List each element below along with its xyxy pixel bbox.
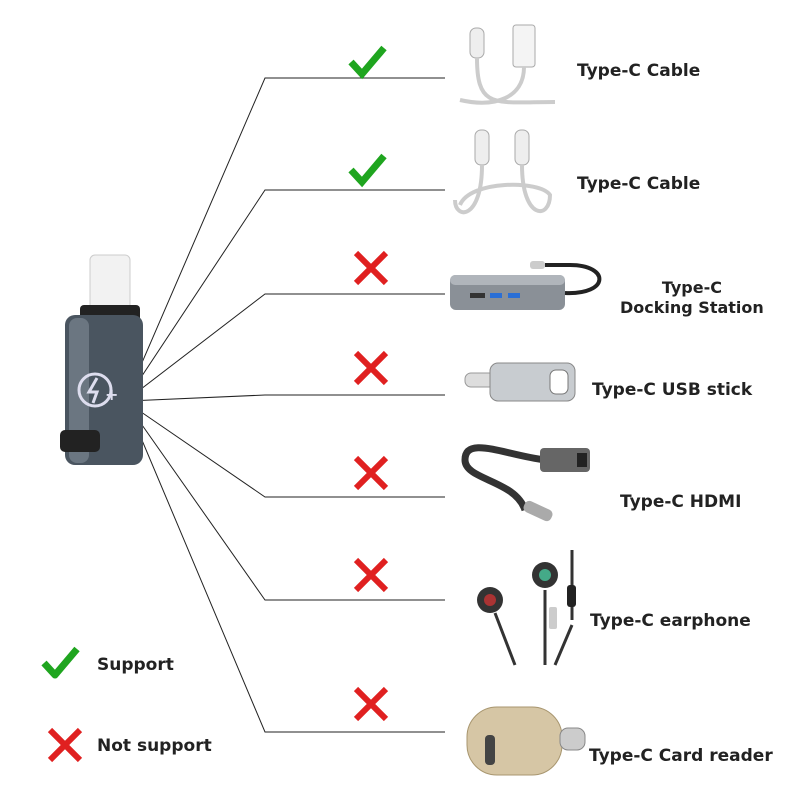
usb-c-to-usb-c-cable-icon (453, 129, 553, 215)
label-card-reader: Type-C Card reader (589, 746, 773, 766)
label-line-1: Type-C (661, 278, 722, 297)
usb-c-to-usb-a-cable-icon (459, 24, 556, 105)
legend-cross-icon (47, 727, 83, 763)
legend-not-support: Not support (97, 736, 212, 756)
cross-icon (353, 686, 389, 722)
check-icon (348, 45, 387, 80)
cross-icon (353, 350, 389, 386)
check-icon (348, 153, 387, 188)
label-docking-station: Type-C Docking Station (620, 278, 764, 318)
label-line-2: Docking Station (620, 298, 764, 317)
legend-check-icon (41, 646, 80, 679)
docking-station-icon (450, 261, 602, 310)
label-type-c-cable-1: Type-C Cable (577, 61, 701, 81)
cross-icon (353, 455, 389, 491)
card-reader-icon (466, 706, 586, 776)
earphone-icon (477, 550, 576, 666)
hdmi-adapter-icon (461, 444, 590, 522)
cross-icon (353, 250, 389, 286)
label-hdmi: Type-C HDMI (620, 492, 742, 512)
cross-icon (353, 557, 389, 593)
label-usb-stick: Type-C USB stick (592, 380, 753, 400)
svg-text:+: + (105, 385, 118, 404)
legend-support: Support (97, 655, 174, 675)
label-earphone: Type-C earphone (590, 611, 751, 631)
label-type-c-cable-2: Type-C Cable (577, 174, 701, 194)
lightning-adapter-icon: + (60, 254, 143, 465)
usb-stick-icon (464, 362, 576, 402)
